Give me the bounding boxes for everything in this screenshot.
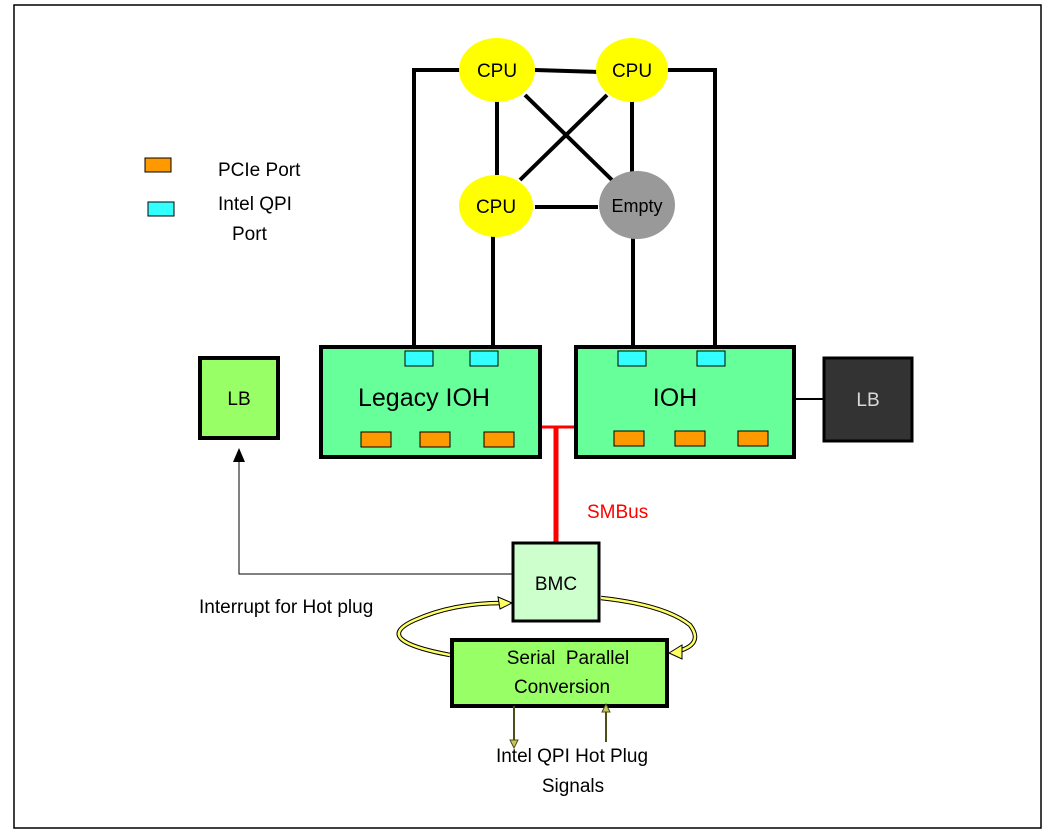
link-cpu-tr-ioh xyxy=(664,68,717,350)
legacy-ioh-pcie-port-2 xyxy=(419,431,451,448)
lb-left-label: LB xyxy=(227,389,250,410)
ioh-qpi-port-1 xyxy=(617,350,647,367)
interrupt-arrow-line xyxy=(238,460,513,575)
ioh-pcie-port-3 xyxy=(737,430,769,447)
hotplug-loop-right-inner xyxy=(600,596,697,654)
lb-right-label: LB xyxy=(856,390,879,411)
empty-socket xyxy=(599,171,675,239)
empty-socket-label: Empty xyxy=(611,196,662,216)
link-cross-2 xyxy=(518,93,609,182)
hotplug-loop-left-inner xyxy=(397,601,509,657)
conversion-label-line1: Serial Parallel xyxy=(507,648,630,669)
legend-qpi-label-line2: Port xyxy=(232,224,268,245)
ioh-qpi-port-2 xyxy=(696,350,726,367)
cpu-top-right-label: CPU xyxy=(612,61,652,82)
legacy-ioh-qpi-port-1 xyxy=(404,350,434,367)
link-cpu-tl-tr xyxy=(534,68,601,74)
cpu-top-right xyxy=(596,38,668,102)
lb-left xyxy=(198,356,280,440)
legacy-ioh-qpi-port-2 xyxy=(469,350,499,367)
ioh-pcie-port-1 xyxy=(613,430,645,447)
legacy-ioh-label: Legacy IOH xyxy=(358,384,490,412)
signal-in-arrowhead xyxy=(601,702,611,713)
conversion-label-line2: Conversion xyxy=(514,677,610,698)
cpu-top-left xyxy=(459,38,535,102)
cpu-top-left-label: CPU xyxy=(477,61,517,82)
smbus-label: SMBus xyxy=(587,502,648,523)
signal-out-arrowhead xyxy=(509,739,519,750)
ioh-pcie-port-2 xyxy=(674,430,706,447)
qpi-links xyxy=(412,68,717,350)
link-cpu-tl-legacy xyxy=(412,68,460,350)
signals-label-line1: Intel QPI Hot Plug xyxy=(496,746,648,767)
hotplug-loop-right-arrowhead xyxy=(667,644,683,660)
serial-parallel-conversion xyxy=(450,638,669,708)
legend-qpi-swatch xyxy=(147,201,175,217)
link-cross-1 xyxy=(523,93,614,182)
ioh-label: IOH xyxy=(653,384,697,412)
bmc xyxy=(511,541,601,623)
cpu-bottom-left xyxy=(459,175,533,237)
bmc-label: BMC xyxy=(535,574,577,595)
legacy-ioh-pcie-port-1 xyxy=(360,431,392,448)
legend-qpi-label-line1: Intel QPI xyxy=(218,194,292,215)
legend-pcie-swatch xyxy=(144,157,172,173)
legend-pcie-label: PCIe Port xyxy=(218,160,301,181)
legacy-ioh-pcie-port-3 xyxy=(483,431,515,448)
interrupt-arrowhead xyxy=(233,448,245,462)
interrupt-label: Interrupt for Hot plug xyxy=(199,597,373,618)
hotplug-loop-left-arrowhead xyxy=(497,596,514,610)
lb-right xyxy=(822,356,914,443)
cpu-bottom-left-label: CPU xyxy=(476,197,516,218)
signals-label-line2: Signals xyxy=(542,776,604,797)
